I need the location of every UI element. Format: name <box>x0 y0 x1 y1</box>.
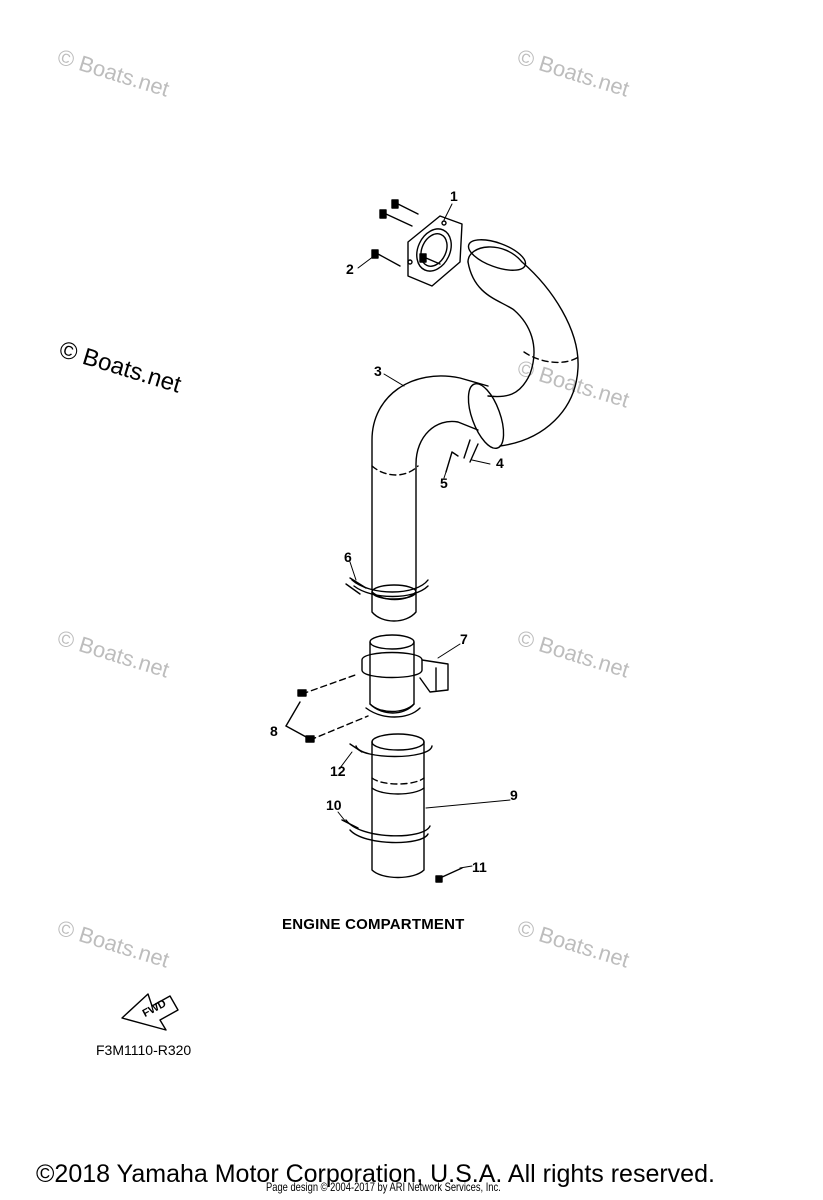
fwd-arrow <box>121 993 179 1031</box>
pipe-end-lower <box>371 584 417 622</box>
sleeve-clamp-lower <box>341 819 431 844</box>
callout-9: 9 <box>510 787 518 803</box>
rubber-sleeve-part <box>371 733 425 879</box>
bracket-screw-part <box>285 673 369 743</box>
callout-2: 2 <box>346 261 354 277</box>
sleeve-clamp-upper <box>349 743 433 758</box>
bent-hose-main <box>371 375 489 601</box>
callout-5: 5 <box>440 475 448 491</box>
screw-part <box>371 199 441 267</box>
callout-labels: 1 2 3 4 5 6 7 8 9 10 11 12 FWD <box>141 188 518 1020</box>
clamp-band-part <box>463 382 505 463</box>
leader-lines <box>337 203 511 869</box>
hose-clamp-part <box>345 577 429 598</box>
callout-4: 4 <box>496 455 504 471</box>
callout-12: 12 <box>330 763 346 779</box>
callout-8: 8 <box>270 723 278 739</box>
callout-3: 3 <box>374 363 382 379</box>
callout-1: 1 <box>450 188 458 204</box>
diagram-reference-code: F3M1110-R320 <box>96 1042 192 1058</box>
callout-6: 6 <box>344 549 352 565</box>
section-title: ENGINE COMPARTMENT <box>282 916 465 933</box>
copyright-notice: ©2018 Yamaha Motor Corporation, U.S.A. A… <box>36 1160 715 1188</box>
bracket-sleeve-part <box>361 634 449 718</box>
flange-part <box>407 215 463 287</box>
callout-10: 10 <box>326 797 342 813</box>
clip-part <box>445 451 459 473</box>
callout-7: 7 <box>460 631 468 647</box>
callout-11: 11 <box>472 859 487 875</box>
fwd-label: FWD <box>141 998 169 1020</box>
bottom-screw-part <box>435 867 463 883</box>
page-design-credit: Page design © 2004-2017 by ARI Network S… <box>266 1180 501 1194</box>
bent-hose-upper <box>467 239 581 447</box>
